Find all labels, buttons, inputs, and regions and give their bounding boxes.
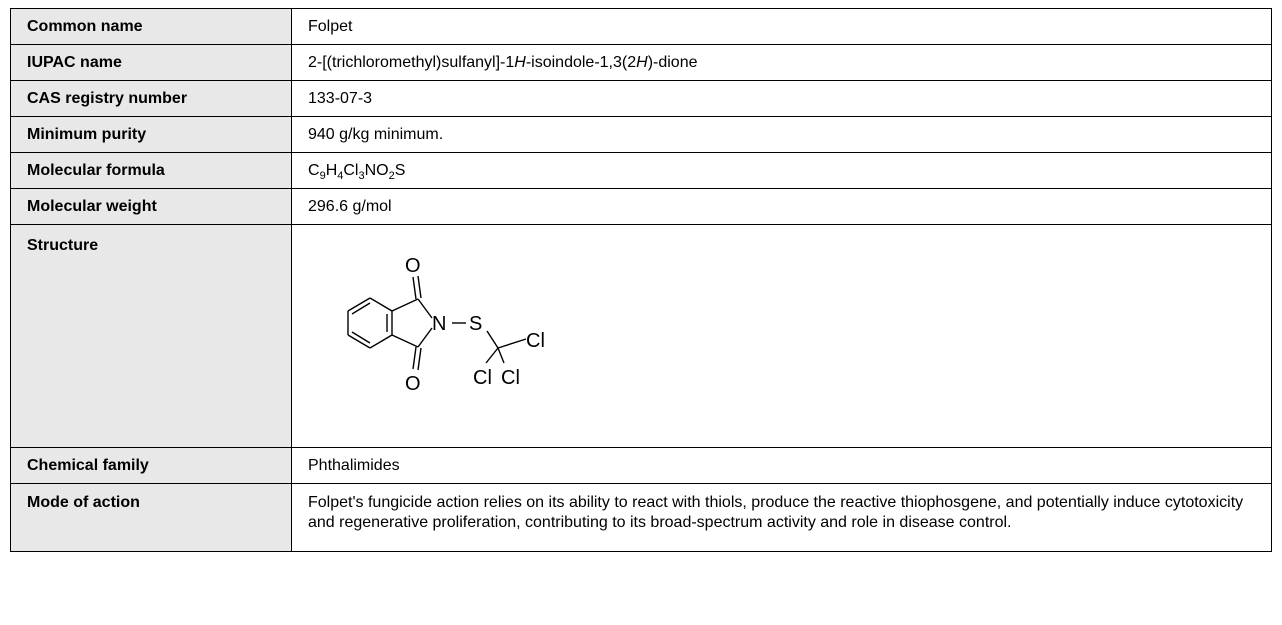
atom-s: S: [469, 313, 482, 335]
label-purity: Minimum purity: [10, 116, 292, 153]
label-iupac-name: IUPAC name: [10, 44, 292, 81]
label-formula: Molecular formula: [10, 152, 292, 189]
label-cas: CAS registry number: [10, 80, 292, 117]
label-family: Chemical family: [10, 447, 292, 484]
row-cas: CAS registry number 133-07-3: [10, 80, 1272, 117]
value-family: Phthalimides: [291, 447, 1272, 484]
atom-o-bottom: O: [405, 373, 421, 395]
formula-element: NO: [364, 161, 389, 179]
substance-info-table: Common name Folpet IUPAC name 2-[(trichl…: [10, 8, 1272, 552]
formula-count: 3: [358, 169, 365, 182]
row-mode-of-action: Mode of action Folpet's fungicide action…: [10, 483, 1272, 552]
atom-cl-left: Cl: [473, 367, 492, 389]
value-mode-of-action: Folpet's fungicide action relies on its …: [291, 483, 1272, 552]
formula-count: 4: [337, 169, 344, 182]
value-structure: O O N S Cl Cl Cl: [291, 224, 1272, 448]
iupac-part-italic: H: [514, 53, 526, 71]
formula-element: H: [325, 161, 338, 179]
atom-o-top: O: [405, 255, 421, 277]
row-family: Chemical family Phthalimides: [10, 447, 1272, 484]
atom-cl-right: Cl: [526, 330, 545, 352]
molecule-bonds: [347, 275, 527, 371]
row-common-name: Common name Folpet: [10, 8, 1272, 45]
folpet-structure-diagram: O O N S Cl Cl Cl: [347, 255, 545, 395]
label-common-name: Common name: [10, 8, 292, 45]
formula-element: S: [394, 161, 406, 179]
row-structure: Structure: [10, 224, 1272, 448]
iupac-part: 2-[(trichloromethyl)sulfanyl]-1: [308, 53, 515, 71]
value-purity: 940 g/kg minimum.: [291, 116, 1272, 153]
formula-element: C: [308, 161, 320, 179]
formula-count: 2: [388, 169, 395, 182]
value-iupac-name: 2-[(trichloromethyl)sulfanyl]-1H-isoindo…: [291, 44, 1272, 81]
iupac-part-italic: H: [636, 53, 648, 71]
iupac-part: -isoindole-1,3(2: [525, 53, 637, 71]
row-iupac-name: IUPAC name 2-[(trichloromethyl)sulfanyl]…: [10, 44, 1272, 81]
formula-element: Cl: [343, 161, 359, 179]
value-common-name: Folpet: [291, 8, 1272, 45]
label-mode-of-action: Mode of action: [10, 483, 292, 552]
label-structure: Structure: [10, 224, 292, 448]
value-cas: 133-07-3: [291, 80, 1272, 117]
value-weight: 296.6 g/mol: [291, 188, 1272, 225]
atom-n: N: [432, 313, 446, 335]
label-weight: Molecular weight: [10, 188, 292, 225]
row-purity: Minimum purity 940 g/kg minimum.: [10, 116, 1272, 153]
formula-count: 9: [319, 169, 326, 182]
row-weight: Molecular weight 296.6 g/mol: [10, 188, 1272, 225]
value-formula: C9H4Cl3NO2S: [291, 152, 1272, 189]
row-formula: Molecular formula C9H4Cl3NO2S: [10, 152, 1272, 189]
iupac-part: )-dione: [647, 53, 698, 71]
atom-cl-bottom: Cl: [501, 367, 520, 389]
